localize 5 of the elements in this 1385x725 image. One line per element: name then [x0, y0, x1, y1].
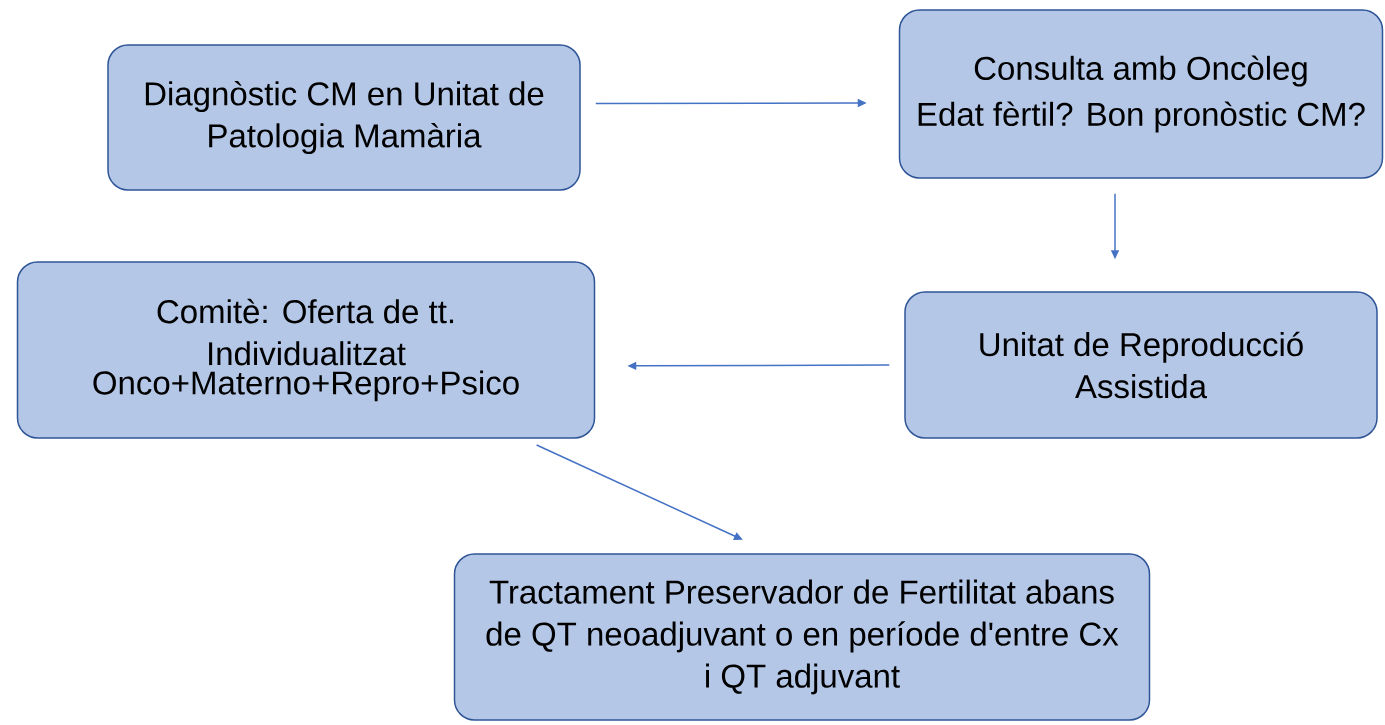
process-box: Diagnòstic CM en Unitat de Patologia Mamària: [107, 44, 581, 191]
process-box: Consulta amb Oncòleg Edat fèrtil? Bon pronòstic CM?: [898, 9, 1384, 179]
process-box: Comitè: Oferta de tt. Individualitzat Onco+Materno+Repro+Psico: [16, 261, 596, 439]
process-box: Unitat de Reproducció Assistida: [904, 291, 1378, 439]
process-box: Tractament Preservador de Fertilitat abans de QT neoadjuvant o en període d'entre Cx i QT adjuvant: [453, 553, 1151, 721]
